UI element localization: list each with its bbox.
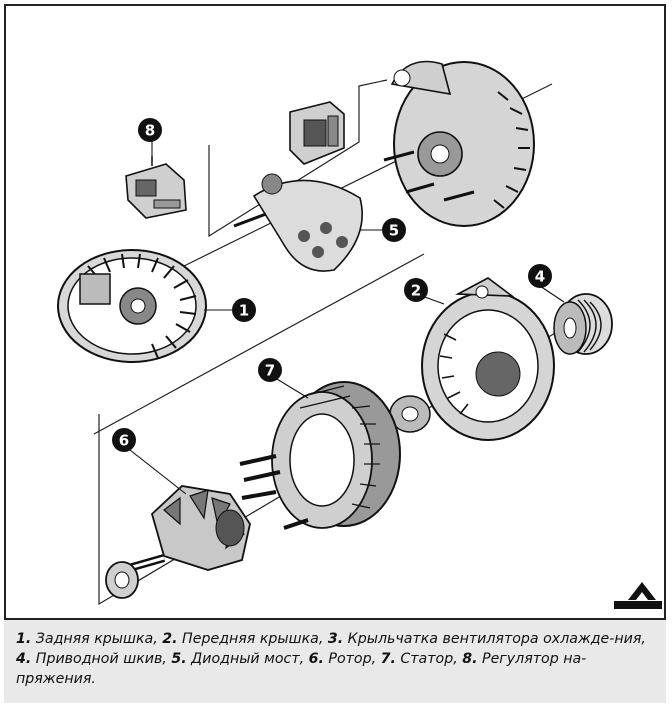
group-leader-lines — [129, 138, 565, 495]
callout-2: 2 — [404, 278, 428, 302]
svg-text:8: 8 — [145, 122, 155, 140]
callout-8: 8 — [138, 118, 162, 142]
stator-part — [239, 381, 401, 530]
brush-holder-part — [289, 101, 345, 165]
spacer-ring-part — [389, 395, 431, 433]
svg-text:2: 2 — [411, 282, 421, 300]
rotor-part — [120, 485, 251, 574]
svg-text:7: 7 — [265, 362, 275, 380]
caption-item-2: 2. Передняя крышка, — [162, 631, 328, 647]
front-housing-upper-part — [383, 60, 535, 227]
upper-boundary-line — [208, 79, 388, 238]
caption-item-8: 8. Регулятор на-пряжения. — [16, 651, 587, 687]
leader-7 — [271, 375, 309, 399]
leader-6 — [129, 449, 187, 495]
rear-housing-part — [57, 249, 207, 363]
svg-text:6: 6 — [119, 432, 129, 450]
diode-bridge-part — [233, 173, 363, 272]
callout-7: 7 — [258, 358, 282, 382]
caption-item-5: 5. Диодный мост, — [171, 651, 309, 667]
voltage-regulator-part — [125, 156, 187, 219]
callout-6: 6 — [112, 428, 136, 452]
caption-item-3: 3. Крыльчатка вентилятора охлажде-ния, — [327, 631, 646, 647]
exploded-alternator-diagram: 1 2 4 5 6 7 8 — [57, 60, 662, 609]
caption-item-4: 4. Приводной шкив, — [16, 651, 172, 667]
front-housing-part — [421, 277, 555, 441]
caption-item-1: 1. Задняя крышка, — [16, 631, 163, 647]
leader-2 — [421, 295, 445, 305]
figure-caption: 1. Задняя крышка, 2. Передняя крышка, 3.… — [4, 618, 666, 703]
divider-line — [93, 253, 425, 435]
svg-text:1: 1 — [239, 302, 249, 320]
callout-1: 1 — [232, 298, 256, 322]
callout-5: 5 — [382, 218, 406, 242]
publisher-logo — [614, 582, 662, 609]
bearing-part — [105, 561, 139, 599]
leader-4 — [539, 285, 565, 303]
svg-text:5: 5 — [389, 222, 399, 240]
svg-text:4: 4 — [535, 268, 545, 286]
callout-4: 4 — [528, 264, 552, 288]
caption-item-6: 6. Ротор, — [308, 651, 381, 667]
drive-pulley-part — [553, 293, 613, 355]
caption-item-7: 7. Статор, — [380, 651, 463, 667]
